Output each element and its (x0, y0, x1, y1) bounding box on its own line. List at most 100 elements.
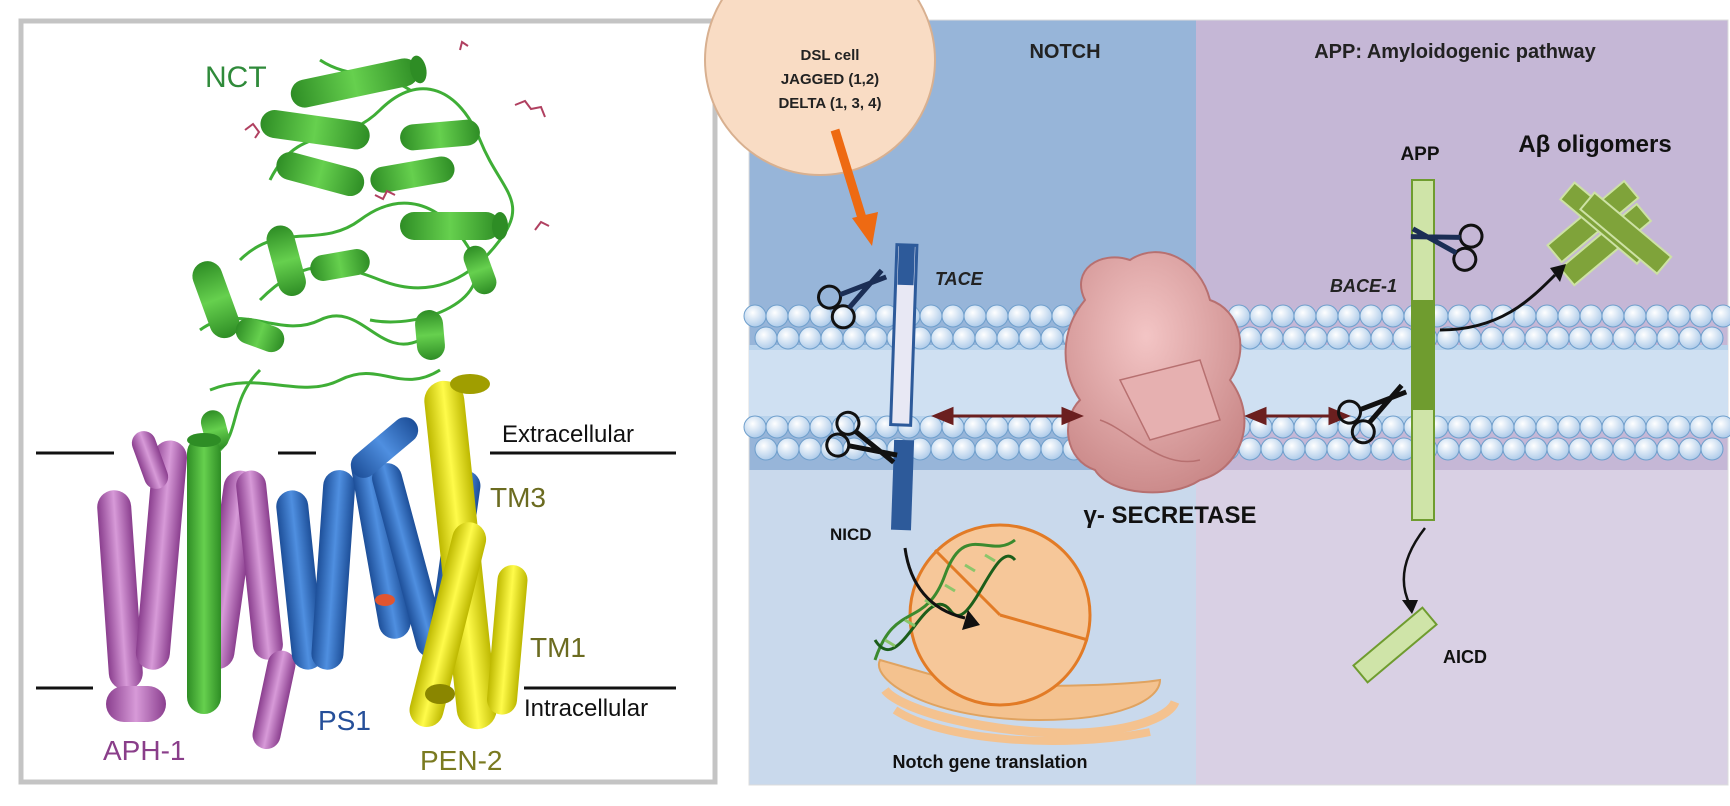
lipid-head (1700, 326, 1724, 350)
lipid-head (820, 326, 844, 350)
nicd-arrow (903, 547, 980, 630)
lipid-head (1502, 326, 1526, 350)
lipid-head (1513, 415, 1537, 439)
lipid-head (1447, 304, 1471, 328)
lipid-head (1249, 304, 1273, 328)
app-label: APP (1400, 144, 1439, 165)
lipid-head (1546, 437, 1570, 461)
nucleus (877, 523, 1180, 745)
lipid-head (1326, 326, 1350, 350)
lipid-head (1524, 437, 1548, 461)
lipid-head (1491, 415, 1515, 439)
extracellular-label: Extracellular (502, 421, 634, 448)
pen2-helices (409, 374, 528, 730)
app-receptor (1411, 179, 1435, 521)
lipid-head (776, 437, 800, 461)
lipid-head (798, 326, 822, 350)
lipid-head (1502, 437, 1526, 461)
lipid-head (1007, 415, 1031, 439)
lipid-head (1689, 415, 1713, 439)
tm1-label: TM1 (530, 632, 586, 663)
lipid-head (1535, 304, 1559, 328)
lipid-head (1524, 326, 1548, 350)
lipid-head (743, 415, 767, 439)
nct-tm-helix (187, 433, 221, 714)
lipid-head (765, 415, 789, 439)
right-panel: DSL cell JAGGED (1,2) DELTA (1, 3, 4) NO… (704, 0, 1730, 786)
notch-secretase-arrow (931, 406, 1084, 426)
tace-label: TACE (935, 269, 984, 289)
secretase-label: γ- SECRETASE (1084, 502, 1257, 529)
lipid-head (1546, 326, 1570, 350)
lipid-head (864, 326, 888, 350)
lipid-head (1293, 415, 1317, 439)
lipid-head (1612, 326, 1636, 350)
lipid-head (1678, 326, 1702, 350)
dsl-line-1: DSL cell (801, 47, 860, 64)
lipid-head (776, 326, 800, 350)
lipid-head (853, 304, 877, 328)
lipid-head (974, 326, 998, 350)
aph1-label: APH-1 (103, 735, 185, 766)
lipid-head (1612, 437, 1636, 461)
lipid-head (1018, 326, 1042, 350)
notch-gene-label: Notch gene translation (892, 752, 1087, 772)
lipid-head (754, 437, 778, 461)
lipid-head (1370, 437, 1394, 461)
lipid-head (809, 415, 833, 439)
lipid-head (1645, 304, 1669, 328)
lipid-head (1557, 415, 1581, 439)
lipid-head (1656, 437, 1680, 461)
nct-label: NCT (205, 61, 267, 94)
lipid-head (1260, 437, 1284, 461)
scissors-icon (1337, 383, 1408, 445)
lipid-head (1689, 304, 1713, 328)
lipid-head (1469, 415, 1493, 439)
aph1-helices (97, 431, 296, 750)
notch-receptor (889, 243, 919, 531)
lipid-head (787, 415, 811, 439)
lipid-head (743, 304, 767, 328)
aicd-arrow (1402, 527, 1426, 614)
lipid-head (963, 415, 987, 439)
lipid-head (1029, 415, 1053, 439)
lipid-head (1645, 415, 1669, 439)
lipid-head (1623, 304, 1647, 328)
lipid-head (1590, 326, 1614, 350)
lipid-head (1568, 437, 1592, 461)
lipid-head (1293, 304, 1317, 328)
lipid-head (798, 437, 822, 461)
lipid-head (1381, 415, 1405, 439)
lipid-head (1447, 415, 1471, 439)
lipid-head (919, 304, 943, 328)
lipid-head (1282, 326, 1306, 350)
aicd-label: AICD (1443, 647, 1487, 667)
lipid-head (1271, 304, 1295, 328)
lipid-head (1678, 437, 1702, 461)
lipid-head (974, 437, 998, 461)
lipid-head (1458, 437, 1482, 461)
bace1-label: BACE-1 (1330, 276, 1397, 296)
lipid-head (1348, 326, 1372, 350)
lipid-head (1634, 437, 1658, 461)
lipid-head (1623, 415, 1647, 439)
lipid-head (1029, 304, 1053, 328)
lipid-head (1304, 326, 1328, 350)
lipid-head (1667, 304, 1691, 328)
pen2-label: PEN-2 (420, 745, 502, 776)
lipid-head (1711, 304, 1730, 328)
lipid-head (1326, 437, 1350, 461)
lipid-head (952, 326, 976, 350)
lipid-head (996, 437, 1020, 461)
lipid-head (1480, 326, 1504, 350)
lipid-head (1040, 326, 1064, 350)
abeta-oligomers (1546, 179, 1673, 287)
lipid-head (919, 415, 943, 439)
glycan-sticks (244, 40, 550, 231)
lipid-head (1601, 415, 1625, 439)
dsl-arrow (830, 128, 878, 246)
lipid-head (1535, 415, 1559, 439)
lipid-head (941, 304, 965, 328)
abeta-label: Aβ oligomers (1518, 131, 1671, 158)
